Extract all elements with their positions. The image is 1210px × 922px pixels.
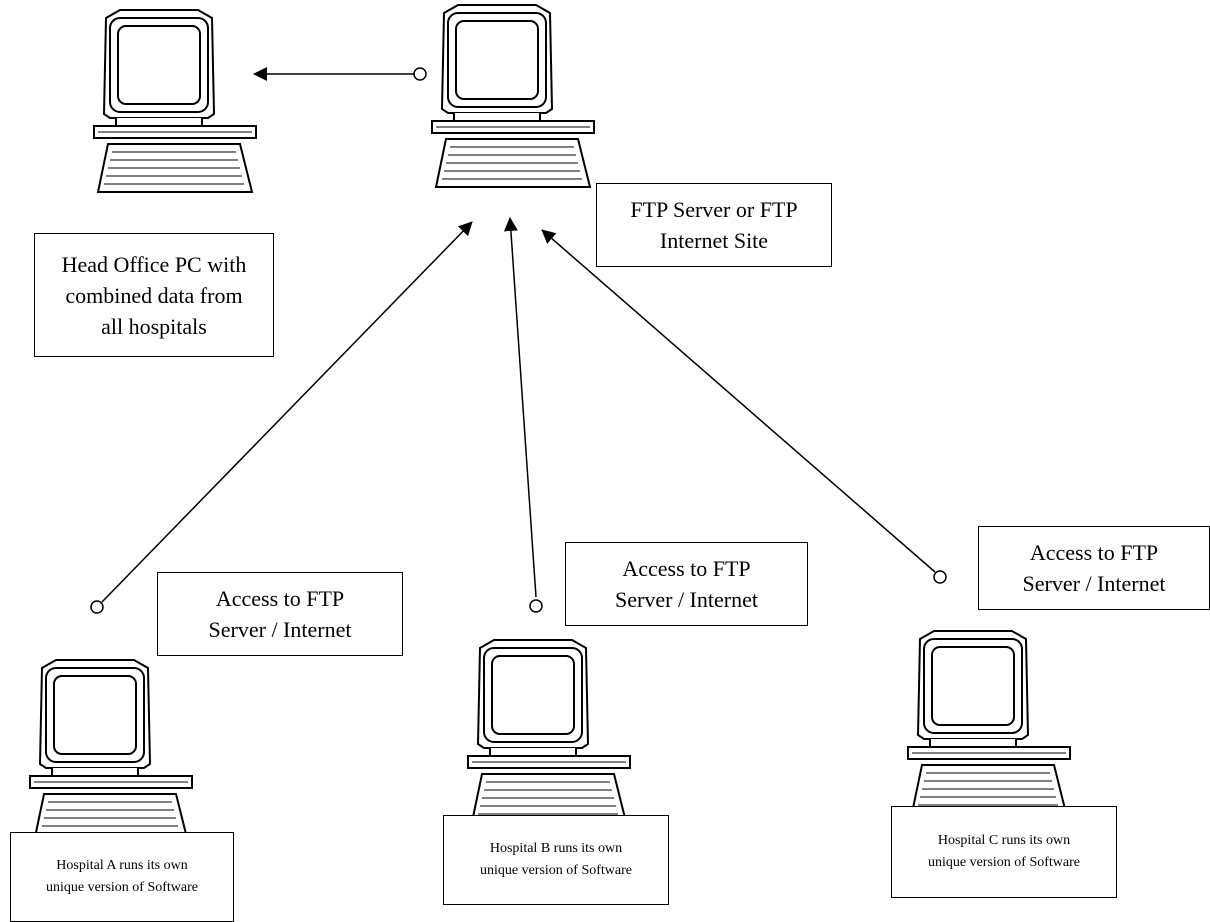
hospital-a-computer-icon [29, 659, 193, 843]
ftp-server-label-line: Internet Site [659, 228, 769, 253]
hospital-c-label: Hospital C runs its own unique version o… [891, 806, 1117, 898]
connector-hospital-c-to-ftp [541, 229, 947, 584]
hospital-b-access-label: Access to FTP Server / Internet [565, 542, 808, 626]
ftp-server-label: FTP Server or FTP Internet Site [596, 183, 832, 267]
head-office-label-line: combined data from [65, 282, 243, 308]
hospital-c-access-label: Access to FTP Server / Internet [978, 526, 1210, 610]
head-office-label-line: Head Office PC with [61, 251, 247, 277]
access-label-line: Access to FTP [215, 586, 345, 611]
access-label-line: Server / Internet [208, 617, 352, 642]
head-office-label-line: all hospitals [101, 313, 207, 339]
head-office-label: Head Office PC with combined data from a… [34, 233, 274, 357]
ftp-server-label-line: FTP Server or FTP [630, 197, 798, 222]
access-label-line: Access to FTP [622, 556, 751, 581]
connector-hospital-b-to-ftp [503, 217, 543, 613]
connector-ftp-to-head-office [253, 67, 427, 81]
ftp-server-computer-icon [431, 4, 595, 188]
hospital-b-label: Hospital B runs its own unique version o… [443, 815, 669, 905]
access-label-line: Access to FTP [1029, 540, 1159, 565]
hospital-a-label: Hospital A runs its own unique version o… [10, 832, 234, 922]
hospital-b-computer-icon [467, 639, 631, 823]
hospital-b-label-line: Hospital B runs its own [489, 841, 623, 856]
access-label-line: Server / Internet [1022, 571, 1166, 596]
hospital-a-access-label: Access to FTP Server / Internet [157, 572, 403, 656]
connector-hospital-a-to-ftp [90, 221, 473, 614]
hospital-c-computer-icon [907, 630, 1071, 814]
head-office-computer-icon [93, 9, 257, 193]
hospital-b-label-line: unique version of Software [479, 863, 633, 878]
access-label-line: Server / Internet [615, 587, 758, 612]
hospital-c-label-line: Hospital C runs its own [937, 833, 1071, 848]
hospital-c-label-line: unique version of Software [927, 855, 1081, 870]
hospital-a-label-line: unique version of Software [45, 880, 199, 895]
hospital-a-label-line: Hospital A runs its own [56, 858, 188, 873]
